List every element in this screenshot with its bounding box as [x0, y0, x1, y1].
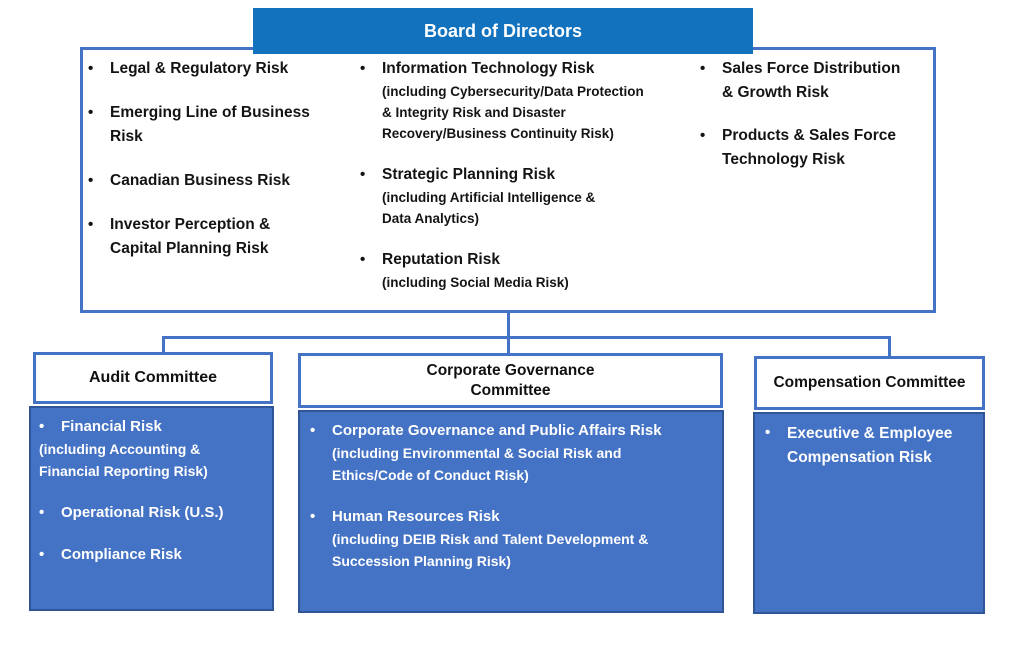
- committee-risk-item: • Corporate Governance and Public Affair…: [310, 420, 716, 486]
- risk-subtext: (including Cybersecurity/Data Protection…: [382, 84, 644, 141]
- risk-item: • Emerging Line of Business Risk: [88, 101, 338, 149]
- risk-title: Compliance Risk: [61, 546, 182, 563]
- risk-item: • Legal & Regulatory Risk: [88, 57, 338, 81]
- bullet-icon: •: [88, 104, 94, 121]
- risk-title: Products & Sales Force Technology Risk: [722, 127, 897, 168]
- risk-subtext: (including Social Media Risk): [382, 275, 569, 290]
- bullet-icon: •: [310, 422, 316, 439]
- committee-risk-item: • Financial Risk (including Accounting &…: [39, 416, 268, 482]
- bullet-icon: •: [88, 172, 94, 189]
- risk-title: Canadian Business Risk: [110, 172, 291, 189]
- board-risks-box: [80, 47, 936, 313]
- risk-item: • Products & Sales Force Technology Risk: [700, 124, 940, 172]
- risk-title: Corporate Governance and Public Affairs …: [332, 422, 662, 439]
- risk-title: Strategic Planning Risk: [382, 166, 556, 183]
- audit-committee-body: • Financial Risk (including Accounting &…: [29, 406, 274, 611]
- risk-subtext: (including Accounting & Financial Report…: [39, 441, 208, 479]
- board-risks-column-1: • Legal & Regulatory Risk • Emerging Lin…: [88, 57, 338, 281]
- corporate-governance-committee-title: Corporate Governance Committee: [426, 361, 595, 399]
- risk-title: Executive & Employee Compensation Risk: [787, 425, 953, 466]
- risk-subtext: (including Environmental & Social Risk a…: [332, 445, 622, 483]
- risk-subtext: (including DEIB Risk and Talent Developm…: [332, 531, 649, 569]
- bullet-icon: •: [765, 424, 771, 441]
- audit-committee-header: Audit Committee: [33, 352, 273, 404]
- committee-risk-item: • Operational Risk (U.S.): [39, 502, 268, 524]
- risk-item: • Information Technology Risk (including…: [360, 57, 665, 144]
- bullet-icon: •: [39, 546, 45, 563]
- risk-title: Investor Perception & Capital Planning R…: [110, 216, 271, 257]
- compensation-committee-title: Compensation Committee: [773, 374, 966, 391]
- risk-item: • Canadian Business Risk: [88, 169, 338, 193]
- risk-item: • Reputation Risk (including Social Medi…: [360, 248, 665, 293]
- risk-title: Operational Risk (U.S.): [61, 504, 224, 521]
- connector-drop-corporate-governance: [507, 336, 510, 355]
- committee-risk-item: • Compliance Risk: [39, 544, 268, 566]
- bullet-icon: •: [88, 216, 94, 233]
- risk-title: Emerging Line of Business Risk: [110, 104, 310, 145]
- compensation-committee-header: Compensation Committee: [754, 356, 985, 410]
- connector-vertical-stub: [507, 311, 510, 338]
- board-risks-column-2: • Information Technology Risk (including…: [360, 57, 665, 312]
- risk-title: Financial Risk: [61, 418, 162, 435]
- board-of-directors-title: Board of Directors: [423, 20, 583, 41]
- corporate-governance-committee-body: • Corporate Governance and Public Affair…: [298, 410, 724, 613]
- corporate-governance-committee-header: Corporate Governance Committee: [298, 353, 723, 408]
- risk-title: Reputation Risk: [382, 251, 500, 268]
- compensation-committee-body: • Executive & Employee Compensation Risk: [753, 412, 985, 614]
- connector-drop-compensation: [888, 336, 891, 358]
- bullet-icon: •: [88, 60, 94, 77]
- risk-item: • Sales Force Distribution & Growth Risk: [700, 57, 940, 105]
- committee-risk-item: • Human Resources Risk (including DEIB R…: [310, 506, 716, 572]
- bullet-icon: •: [700, 127, 706, 144]
- risk-title: Human Resources Risk: [332, 508, 500, 525]
- bullet-icon: •: [360, 166, 366, 183]
- risk-title: Sales Force Distribution & Growth Risk: [722, 60, 901, 101]
- connector-drop-audit: [162, 336, 165, 354]
- risk-item: • Strategic Planning Risk (including Art…: [360, 163, 665, 229]
- bullet-icon: •: [39, 504, 45, 521]
- bullet-icon: •: [310, 508, 316, 525]
- bullet-icon: •: [39, 418, 45, 435]
- bullet-icon: •: [700, 60, 706, 77]
- risk-item: • Investor Perception & Capital Planning…: [88, 213, 338, 261]
- board-of-directors-box: Board of Directors: [253, 8, 753, 54]
- board-risks-column-3: • Sales Force Distribution & Growth Risk…: [700, 57, 940, 191]
- bullet-icon: •: [360, 251, 366, 268]
- committee-risk-item: • Executive & Employee Compensation Risk: [765, 422, 979, 470]
- risk-title: Legal & Regulatory Risk: [110, 60, 289, 77]
- risk-title: Information Technology Risk: [382, 60, 595, 77]
- connector-horizontal-line: [162, 336, 891, 339]
- risk-subtext: (including Artificial Intelligence & Dat…: [382, 190, 596, 226]
- audit-committee-title: Audit Committee: [89, 369, 217, 386]
- bullet-icon: •: [360, 60, 366, 77]
